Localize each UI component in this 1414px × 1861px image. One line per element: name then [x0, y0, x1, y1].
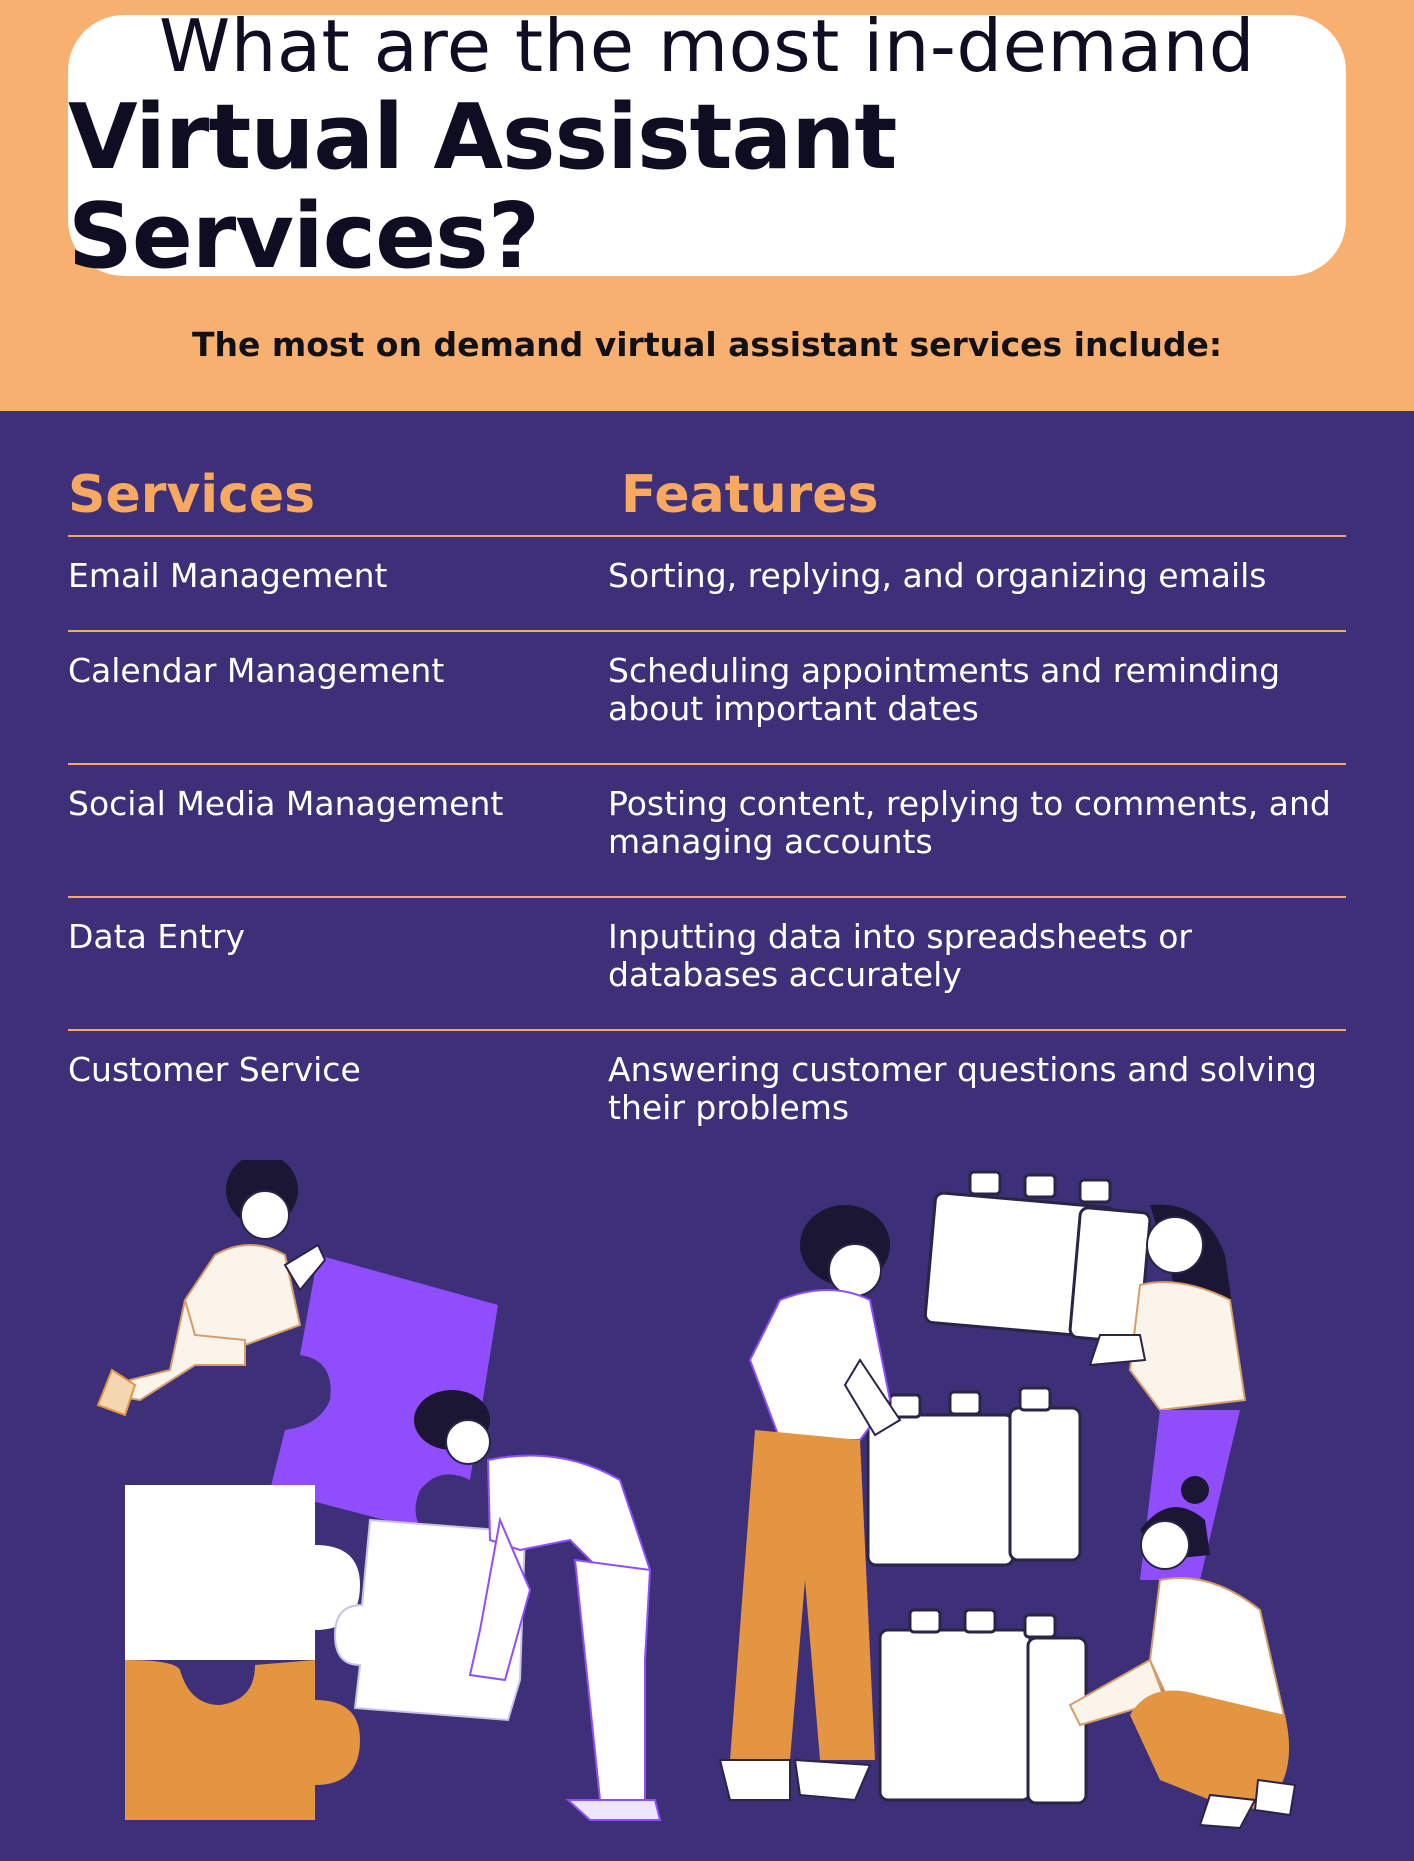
teamwork-illustration [96, 1160, 1297, 1830]
service-cell: Email Management [68, 556, 388, 595]
person-kneeling [96, 1160, 327, 1417]
service-cell: Calendar Management [68, 651, 445, 690]
box-top [923, 1170, 1152, 1344]
orange-puzzle-piece [125, 1660, 360, 1820]
boxes-group [718, 1170, 1297, 1830]
person-bending [414, 1390, 662, 1821]
header-band: What are the most in-demand Virtual Assi… [0, 0, 1414, 411]
table-row: Social Media Management Posting content,… [68, 765, 1346, 898]
intro-text: The most on demand virtual assistant ser… [191, 325, 1223, 364]
service-cell: Social Media Management [68, 784, 504, 823]
table-row: Email Management Sorting, replying, and … [68, 537, 1346, 632]
title-line-2: Virtual Assistant Services? [68, 84, 897, 289]
column-header-features: Features [621, 465, 879, 525]
service-cell: Customer Service [68, 1050, 361, 1089]
feature-cell: Scheduling appointments and reminding ab… [608, 651, 1281, 728]
table-row: Customer Service Answering customer ques… [68, 1031, 1346, 1141]
table-row: Data Entry Inputting data into spreadshe… [68, 898, 1346, 1031]
person-standing [718, 1205, 902, 1802]
puzzle-group [96, 1160, 662, 1821]
person-woman-crouching [1068, 1476, 1297, 1830]
title-line-1: What are the most in-demand [159, 4, 1255, 89]
purple-puzzle-piece [270, 1255, 498, 1545]
box-bottom [878, 1608, 1088, 1805]
service-cell: Data Entry [68, 917, 246, 956]
table-header: Services Features [68, 455, 1346, 537]
title-card: What are the most in-demand Virtual Assi… [68, 5, 1346, 286]
feature-cell: Posting content, replying to comments, a… [608, 784, 1331, 861]
services-table: Services Features Email Management Sorti… [68, 455, 1346, 1141]
column-header-services: Services [68, 465, 316, 525]
box-middle [866, 1386, 1082, 1567]
white-puzzle-piece-left [125, 1485, 360, 1660]
table-row: Calendar Management Scheduling appointme… [68, 632, 1346, 765]
feature-cell: Sorting, replying, and organizing emails [608, 556, 1267, 595]
feature-cell: Answering customer questions and solving… [608, 1050, 1317, 1127]
feature-cell: Inputting data into spreadsheets or data… [608, 917, 1192, 994]
